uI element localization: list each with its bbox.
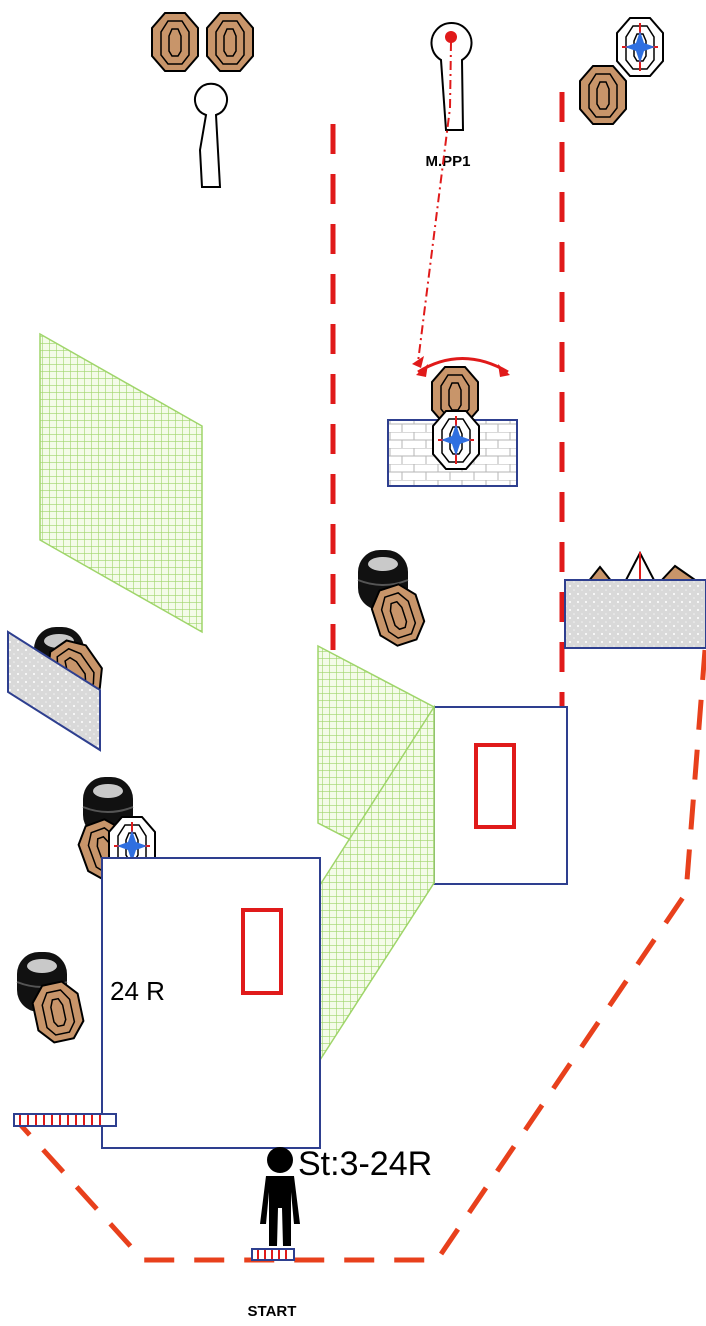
start-plate [251,1248,295,1261]
start-plate-left [13,1113,117,1127]
gray-wall-right [564,579,706,649]
popper-left [194,82,228,188]
white-wall-left [101,857,321,1149]
no-shoot-target-icon [432,410,480,470]
swinger-group [387,357,518,487]
start-label: START [248,1303,297,1320]
gray-wall-left [7,630,101,752]
activation-arrowhead [412,356,424,368]
door-icon [241,908,283,995]
left-hard-cover [7,626,112,752]
paper-target-icon [579,65,627,125]
no-shoot-target-icon [616,17,664,77]
top-left-targets [151,12,254,72]
activation-line [417,41,452,363]
stage-info-label: St:3-24R [298,1145,432,1183]
mesh-wall-left [39,332,203,634]
popper-hit-dot [445,31,457,43]
barrel-target-center [357,549,430,651]
right-hard-cover [564,550,706,649]
white-wall-right [433,706,568,885]
fault-line [16,649,706,1263]
rounds-label: 24 R [110,976,165,1006]
popper-mpp1: M.PP1 [412,21,473,368]
paper-target-icon [206,12,254,72]
popper-label: M.PP1 [425,153,470,170]
popper-icon [194,82,228,188]
shooter-icon [260,1147,300,1246]
paper-target-icon [151,12,199,72]
barrel-target-lower-left [16,951,88,1047]
door-icon [474,743,516,829]
top-right-targets [579,17,664,125]
popper-icon [430,21,473,131]
